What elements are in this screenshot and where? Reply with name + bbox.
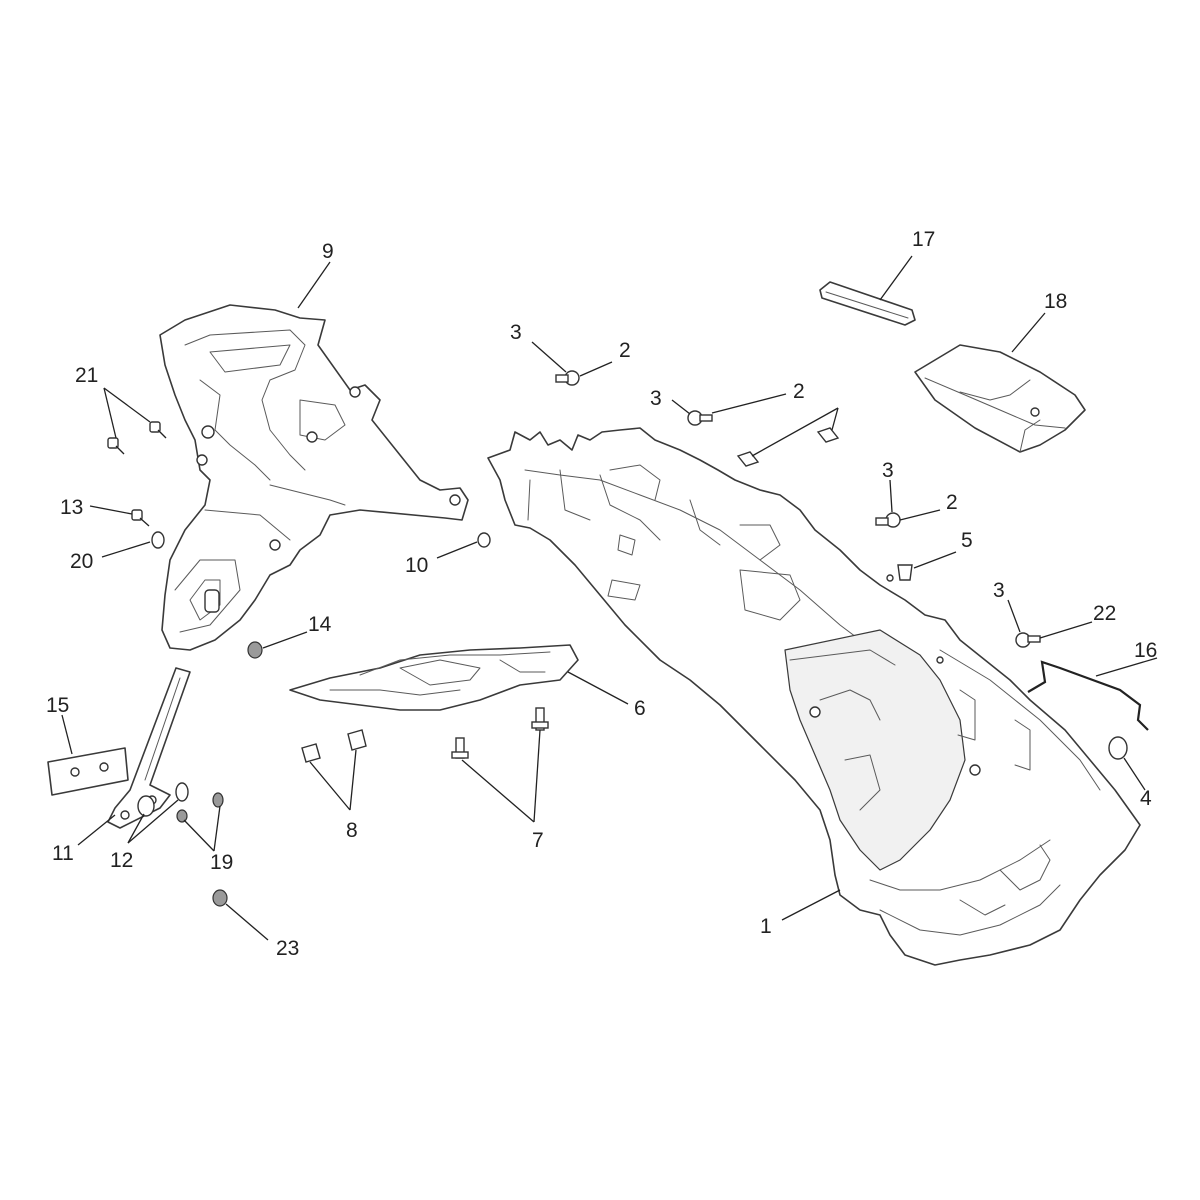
- callout-9: 9: [322, 240, 334, 263]
- bolt-3-washer-2-a: [555, 370, 580, 386]
- callout-3b: 3: [650, 387, 662, 410]
- callout-21: 21: [75, 364, 98, 387]
- callout-1: 1: [760, 915, 772, 938]
- callout-15: 15: [46, 694, 69, 717]
- o-ring-12b: [175, 782, 189, 802]
- nut-19a: [176, 809, 188, 823]
- bolt-13: [131, 509, 150, 527]
- leader-lines: [61, 255, 1158, 941]
- washer-20: [151, 531, 165, 549]
- screw-7a: [451, 737, 469, 759]
- callout-23: 23: [276, 937, 299, 960]
- part-1-rear-mudguard: [487, 427, 1141, 966]
- nut-14: [247, 641, 263, 659]
- callout-2c: 2: [946, 491, 958, 514]
- bolt-21a: [107, 437, 125, 455]
- callout-13: 13: [60, 496, 83, 519]
- callout-5: 5: [961, 529, 973, 552]
- callout-labels: 9 21 13 20 10 14 15 11 12 19 23 8 7 6 3 …: [46, 228, 1157, 960]
- callout-2a: 2: [619, 339, 631, 362]
- callout-14: 14: [308, 613, 332, 636]
- nut-10: [477, 532, 491, 548]
- part-9-rear-hugger: [159, 304, 469, 651]
- bolt-21b: [149, 421, 167, 439]
- clip-b: [816, 427, 840, 443]
- callout-8: 8: [346, 819, 358, 842]
- callout-19: 19: [210, 851, 233, 874]
- callout-3d: 3: [993, 579, 1005, 602]
- clip-8b: [347, 729, 367, 751]
- part-6-inner-tray: [289, 644, 579, 711]
- clip-a: [736, 451, 760, 467]
- callout-4: 4: [1140, 787, 1152, 810]
- screw-7b: [531, 707, 549, 731]
- bolt-3-washer-2-c: [875, 512, 901, 528]
- clip-8a: [301, 743, 321, 763]
- part-17-strap: [819, 281, 916, 326]
- part-18-tool-pouch: [914, 344, 1086, 453]
- callout-12: 12: [110, 849, 133, 872]
- callout-10: 10: [405, 554, 428, 577]
- part-11-plate-stay: [107, 667, 191, 829]
- callout-11: 11: [52, 842, 74, 865]
- callout-20: 20: [70, 550, 93, 573]
- bolt-3-washer-2-b: [687, 410, 713, 426]
- callout-18: 18: [1044, 290, 1067, 313]
- callout-7: 7: [532, 829, 544, 852]
- fasteners: [107, 370, 1128, 907]
- nut-19b: [212, 792, 224, 808]
- bolt-3-washer-22: [1015, 632, 1041, 648]
- nut-23: [212, 889, 228, 907]
- callout-3c: 3: [882, 459, 894, 482]
- grommet-5: [897, 564, 913, 581]
- grommet-4: [1108, 736, 1128, 760]
- callout-2b: 2: [793, 380, 805, 403]
- callout-22: 22: [1093, 602, 1116, 625]
- part-16-wire-stay: [1027, 660, 1149, 731]
- callout-3a: 3: [510, 321, 522, 344]
- o-ring-12a: [137, 795, 155, 817]
- part-15-plate-bracket: [47, 747, 129, 796]
- callout-17: 17: [912, 228, 935, 251]
- callout-6: 6: [634, 697, 646, 720]
- callout-16: 16: [1134, 639, 1157, 662]
